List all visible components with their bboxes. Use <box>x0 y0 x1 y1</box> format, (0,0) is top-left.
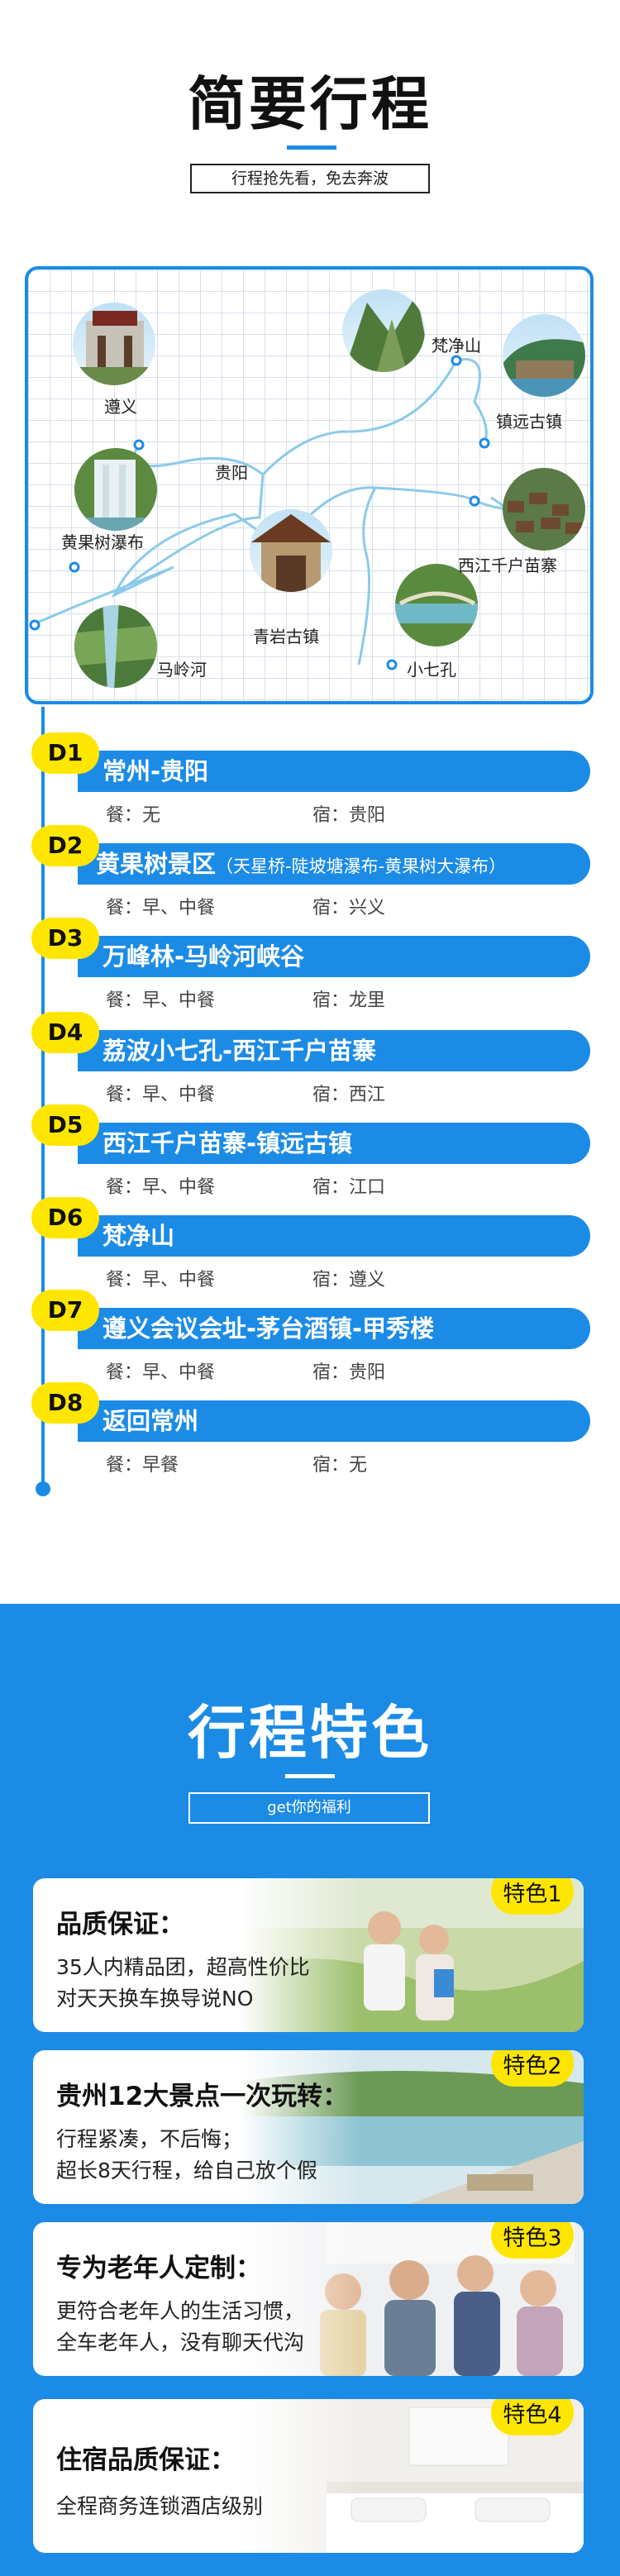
feature-line-2: 全车老年人，没有聊天代沟 <box>56 2330 305 2354</box>
day-route: 西江千户苗寨-镇远古镇 <box>78 1123 590 1164</box>
map-label-xiaoqikong: 小七孔 <box>407 660 456 680</box>
day-row-4: D4 荔波小七孔-西江千户苗寨 餐：早、中餐 宿：西江 <box>0 1012 620 1105</box>
feature-line-2: 对天天换车换导说NO <box>56 1987 254 2011</box>
day-row-5: D5 西江千户苗寨-镇远古镇 餐：早、中餐 宿：江口 <box>0 1104 620 1198</box>
feature-card-1: 特色1 品质保证： 35人内精品团，超高性价比 对天天换车换导说NO <box>33 1878 584 2032</box>
day-meal: 餐：早、中餐 <box>106 1362 216 1383</box>
photo-fade <box>227 2399 360 2553</box>
spot-pic-zunyi <box>73 303 155 385</box>
day-badge: D3 <box>31 918 99 959</box>
feature-heading: 品质保证： <box>56 1910 184 1939</box>
itinerary-section: 简要行程 行程抢先看，免去奔波 <box>0 70 620 1496</box>
day-stay: 宿：贵阳 <box>312 805 386 826</box>
day-route: 常州-贵阳 <box>78 751 590 792</box>
map-label-zunyi: 遵义 <box>104 397 137 417</box>
day-meal: 餐：早、中餐 <box>106 990 216 1011</box>
day-route: 黄果树景区（天星桥-陡坡塘瀑布-黄果树大瀑布） <box>78 843 590 885</box>
feature-tag: 特色2 <box>491 2050 574 2087</box>
day-row-6: D6 梵净山 餐：早、中餐 宿：遵义 <box>0 1197 620 1290</box>
photo-fade <box>227 2050 360 2204</box>
day-row-1: D1 常州-贵阳 餐：无 宿：贵阳 <box>0 732 620 826</box>
map-label-fanjingshan: 梵净山 <box>432 336 481 355</box>
day-row-2: D2 黄果树景区（天星桥-陡坡塘瀑布-黄果树大瀑布） 餐：早、中餐 宿：兴义 <box>0 825 620 918</box>
day-stay: 宿：江口 <box>312 1177 386 1198</box>
day-route: 万峰林-马岭河峡谷 <box>78 936 590 977</box>
day-meal: 餐：早、中餐 <box>106 898 216 918</box>
features-title-underline <box>285 1774 335 1778</box>
route-text: 万峰林-马岭河峡谷 <box>103 942 305 971</box>
day-row-7: D7 遵义会议会址-茅台酒镇-甲秀楼 餐：早、中餐 宿：贵阳 <box>0 1290 620 1383</box>
map-label-malinghe: 马岭河 <box>157 660 207 680</box>
map-label-huangguoshu: 黄果树瀑布 <box>61 532 144 552</box>
day-badge: D2 <box>31 825 99 866</box>
feature-tag: 特色4 <box>491 2399 574 2435</box>
feature-line-1: 35人内精品团，超高性价比 <box>56 1955 310 1979</box>
title-underline <box>287 145 336 150</box>
day-route: 返回常州 <box>78 1400 590 1442</box>
route-note: （天星桥-陡坡塘瀑布-黄果树大瀑布） <box>216 856 507 876</box>
day-meal: 餐：无 <box>106 805 161 826</box>
day-badge: D7 <box>31 1290 99 1331</box>
day-route: 遵义会议会址-茅台酒镇-甲秀楼 <box>78 1308 590 1349</box>
day-stay: 宿：贵阳 <box>312 1362 386 1383</box>
day-stay: 宿：龙里 <box>312 990 386 1011</box>
day-badge: D1 <box>31 732 99 774</box>
feature-tag: 特色3 <box>491 2222 574 2259</box>
feature-card-3: 特色3 专为老年人定制： 更符合老年人的生活习惯， 全车老年人，没有聊天代沟 <box>33 2222 584 2376</box>
day-meal: 餐：早、中餐 <box>106 1270 216 1290</box>
timeline-line <box>41 707 45 1488</box>
day-stay: 宿：无 <box>312 1455 368 1476</box>
day-meal: 餐：早餐 <box>106 1455 179 1476</box>
route-text: 黄果树景区 <box>96 850 217 878</box>
day-badge: D4 <box>31 1012 99 1053</box>
feature-card-4: 特色4 住宿品质保证： 全程商务连锁酒店级别 <box>33 2399 584 2553</box>
map-label-zhenyuan: 镇远古镇 <box>496 412 562 432</box>
day-badge: D8 <box>31 1382 99 1424</box>
features-title: 行程特色 <box>188 1699 432 1767</box>
day-meal: 餐：早、中餐 <box>106 1177 216 1198</box>
route-text: 西江千户苗寨-镇远古镇 <box>103 1129 353 1157</box>
route-map-drawing <box>29 289 585 688</box>
day-row-3: D3 万峰林-马岭河峡谷 餐：早、中餐 宿：龙里 <box>0 918 620 1011</box>
route-text: 返回常州 <box>103 1407 199 1435</box>
map-label-xijiang: 西江千户苗寨 <box>458 556 557 575</box>
route-text: 梵净山 <box>103 1222 175 1250</box>
route-text: 常州-贵阳 <box>103 757 209 785</box>
feature-heading: 专为老年人定制： <box>56 2254 261 2283</box>
map-label-qingyan: 青岩古镇 <box>253 627 319 646</box>
day-stay: 宿：遵义 <box>312 1270 386 1290</box>
itinerary-title: 简要行程 <box>188 70 432 138</box>
day-row-8: D8 返回常州 餐：早餐 宿：无 <box>0 1382 620 1476</box>
feature-line-1: 行程紧凑，不后悔； <box>56 2127 243 2151</box>
route-text: 荔波小七孔-西江千户苗寨 <box>103 1037 377 1065</box>
day-stay: 宿：西江 <box>312 1085 386 1105</box>
feature-tag: 特色1 <box>491 1878 574 1915</box>
map-label-guiyang: 贵阳 <box>215 463 248 483</box>
timeline-end-dot <box>36 1481 50 1496</box>
day-route: 荔波小七孔-西江千户苗寨 <box>78 1030 590 1071</box>
feature-line-1: 更符合老年人的生活习惯， <box>56 2299 305 2323</box>
feature-heading: 贵州12大景点一次玩转： <box>56 2082 349 2111</box>
day-badge: D6 <box>31 1197 99 1238</box>
day-route: 梵净山 <box>78 1215 590 1257</box>
photo-fade <box>227 2222 360 2376</box>
day-stay: 宿：兴义 <box>312 898 386 918</box>
photo-fade <box>227 1878 360 2032</box>
route-map: 遵义 梵净山 镇远古镇 贵阳 黄果树瀑布 西江千户苗寨 青岩古镇 小七孔 马岭河 <box>25 266 594 704</box>
itinerary-subtitle: 行程抢先看，免去奔波 <box>190 164 430 193</box>
features-section: 行程特色 get你的福利 特色1 品质保证： 35人内精品团，超高性价比 对天天… <box>0 1604 620 2576</box>
day-badge: D5 <box>31 1104 99 1146</box>
feature-heading: 住宿品质保证： <box>56 2445 236 2475</box>
feature-card-2: 特色2 贵州12大景点一次玩转： 行程紧凑，不后悔； 超长8天行程，给自己放个假 <box>33 2050 584 2204</box>
features-subtitle: get你的福利 <box>188 1792 430 1824</box>
day-meal: 餐：早、中餐 <box>106 1085 216 1105</box>
route-text: 遵义会议会址-茅台酒镇-甲秀楼 <box>103 1314 435 1343</box>
feature-line-1: 全程商务连锁酒店级别 <box>56 2494 264 2518</box>
feature-line-2: 超长8天行程，给自己放个假 <box>56 2159 317 2182</box>
